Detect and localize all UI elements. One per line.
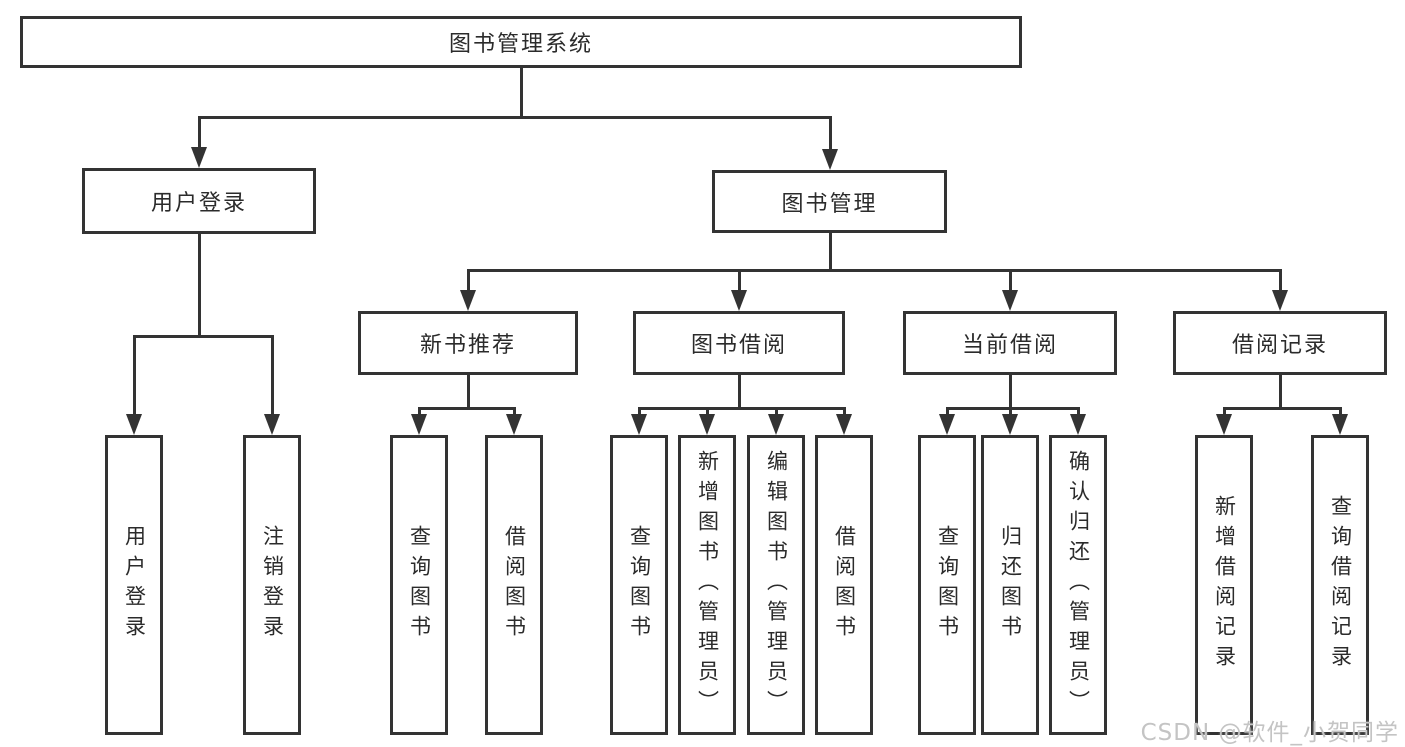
- connector-arrowhead-icon-16: [1070, 414, 1086, 435]
- connector-arrow-shaft-9: [512, 408, 516, 417]
- node-leaf-cb-query-books: 查询图书: [918, 435, 976, 735]
- node-borrowing-records: 借阅记录: [1173, 311, 1387, 375]
- connector-hbar-4: [637, 406, 846, 410]
- connector-arrow-shaft-8: [417, 408, 421, 417]
- connector-arrowhead-icon-0: [191, 147, 207, 168]
- node-leaf-logout: 注销登录: [243, 435, 301, 735]
- node-label-book-borrowing: 图书借阅: [690, 333, 787, 358]
- connector-arrow-shaft-17: [1222, 408, 1226, 417]
- connector-arrow-shaft-11: [705, 408, 709, 417]
- connector-hbar-1: [132, 334, 274, 338]
- connector-stem-5: [1008, 375, 1012, 409]
- node-label-leaf-rec-query-books: 查询图书: [407, 525, 432, 645]
- node-label-leaf-bb-borrow-books: 借阅图书: [832, 525, 857, 645]
- connector-hbar-0: [197, 115, 832, 119]
- connector-arrow-shaft-12: [774, 408, 778, 417]
- connector-stem-1: [197, 234, 201, 337]
- connector-arrowhead-icon-12: [768, 414, 784, 435]
- node-leaf-rec-borrow-books: 借阅图书: [485, 435, 543, 735]
- node-book-borrowing: 图书借阅: [633, 311, 845, 375]
- node-leaf-rec-query-books: 查询图书: [390, 435, 448, 735]
- connector-arrowhead-icon-2: [126, 414, 142, 435]
- connector-arrowhead-icon-3: [264, 414, 280, 435]
- connector-arrow-shaft-7: [1278, 270, 1282, 293]
- node-leaf-bb-borrow-books: 借阅图书: [815, 435, 873, 735]
- connector-arrowhead-icon-15: [1002, 414, 1018, 435]
- node-label-leaf-bb-add-books-admin: 新增图书（管理员）: [695, 450, 720, 720]
- connector-arrowhead-icon-18: [1332, 414, 1348, 435]
- node-label-leaf-br-query-record: 查询借阅记录: [1328, 495, 1353, 675]
- connector-arrow-shaft-6: [1008, 270, 1012, 293]
- node-label-borrowing-records: 借阅记录: [1231, 333, 1328, 358]
- connector-arrow-shaft-10: [637, 408, 641, 417]
- connector-arrowhead-icon-1: [822, 149, 838, 170]
- connector-arrow-shaft-18: [1338, 408, 1342, 417]
- node-leaf-bb-edit-books-admin: 编辑图书（管理员）: [747, 435, 805, 735]
- connector-stem-3: [466, 375, 470, 409]
- connector-stem-6: [1278, 375, 1282, 409]
- node-label-leaf-rec-borrow-books: 借阅图书: [502, 525, 527, 645]
- node-user-login: 用户登录: [82, 168, 316, 234]
- connector-arrow-shaft-16: [1076, 408, 1080, 417]
- connector-arrow-shaft-0: [197, 117, 201, 150]
- node-leaf-cb-confirm-return-admin: 确认归还（管理员）: [1049, 435, 1107, 735]
- connector-arrow-shaft-3: [270, 336, 274, 417]
- node-root: 图书管理系统: [20, 16, 1022, 68]
- connector-arrowhead-icon-7: [1272, 290, 1288, 311]
- connector-arrowhead-icon-17: [1216, 414, 1232, 435]
- node-book-management: 图书管理: [712, 170, 947, 233]
- connector-hbar-6: [1222, 406, 1342, 410]
- node-leaf-user-login: 用户登录: [105, 435, 163, 735]
- connector-arrow-shaft-15: [1008, 408, 1012, 417]
- connector-stem-0: [519, 68, 523, 118]
- connector-arrowhead-icon-5: [731, 290, 747, 311]
- node-current-borrowing: 当前借阅: [903, 311, 1117, 375]
- connector-arrowhead-icon-8: [411, 414, 427, 435]
- node-label-book-management: 图书管理: [781, 191, 878, 217]
- connector-arrow-shaft-13: [842, 408, 846, 417]
- connector-arrowhead-icon-6: [1002, 290, 1018, 311]
- node-label-leaf-logout: 注销登录: [260, 525, 285, 645]
- connector-arrowhead-icon-10: [631, 414, 647, 435]
- connector-arrow-shaft-1: [828, 117, 832, 152]
- node-label-leaf-br-add-record: 新增借阅记录: [1212, 495, 1237, 675]
- csdn-watermark: CSDN @软件_小贺同学: [1140, 720, 1399, 746]
- node-label-leaf-bb-query-books: 查询图书: [627, 525, 652, 645]
- node-label-leaf-cb-confirm-return-admin: 确认归还（管理员）: [1066, 450, 1091, 720]
- node-label-leaf-user-login: 用户登录: [122, 525, 147, 645]
- connector-arrowhead-icon-4: [460, 290, 476, 311]
- connector-hbar-2: [466, 268, 1282, 272]
- node-new-book-recommend: 新书推荐: [358, 311, 578, 375]
- node-label-current-borrowing: 当前借阅: [961, 333, 1058, 358]
- connector-arrowhead-icon-13: [836, 414, 852, 435]
- node-leaf-bb-add-books-admin: 新增图书（管理员）: [678, 435, 736, 735]
- node-leaf-br-query-record: 查询借阅记录: [1311, 435, 1369, 735]
- connector-arrowhead-icon-14: [939, 414, 955, 435]
- connector-hbar-5: [945, 406, 1080, 410]
- connector-arrowhead-icon-9: [506, 414, 522, 435]
- connector-arrow-shaft-14: [945, 408, 949, 417]
- node-label-user-login: 用户登录: [150, 191, 247, 216]
- node-label-leaf-cb-return-books: 归还图书: [998, 525, 1023, 645]
- connector-arrowhead-icon-11: [699, 414, 715, 435]
- connector-arrow-shaft-2: [132, 336, 136, 417]
- connector-arrow-shaft-5: [737, 270, 741, 293]
- node-label-root: 图书管理系统: [448, 32, 593, 57]
- node-label-new-book-recommend: 新书推荐: [419, 333, 516, 358]
- connector-stem-4: [737, 375, 741, 409]
- node-leaf-bb-query-books: 查询图书: [610, 435, 668, 735]
- node-label-leaf-cb-query-books: 查询图书: [935, 525, 960, 645]
- node-label-leaf-bb-edit-books-admin: 编辑图书（管理员）: [764, 450, 789, 720]
- node-leaf-cb-return-books: 归还图书: [981, 435, 1039, 735]
- connector-hbar-3: [417, 406, 516, 410]
- node-leaf-br-add-record: 新增借阅记录: [1195, 435, 1253, 735]
- connector-stem-2: [828, 233, 832, 271]
- connector-arrow-shaft-4: [466, 270, 470, 293]
